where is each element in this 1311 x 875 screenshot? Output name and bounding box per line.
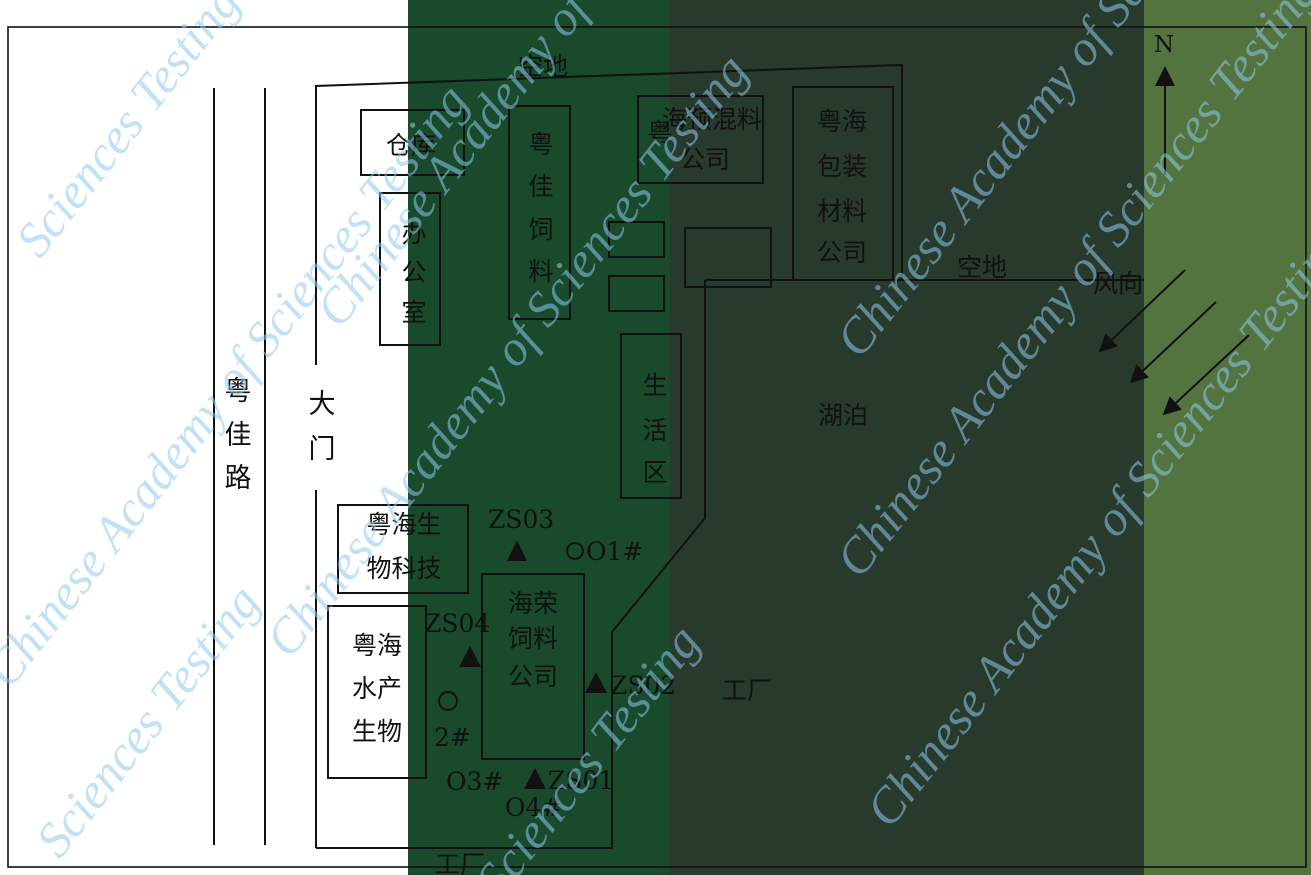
site-boundary-south-east (316, 280, 706, 849)
noise-point-marker-icon (507, 540, 527, 561)
yuejia-feed-label-char: 佳 (528, 172, 553, 201)
small-shed-1 (608, 221, 665, 258)
office-label-char: 室 (401, 298, 426, 327)
living-area-label-char: 区 (642, 458, 667, 487)
yuejia-feed-label-char: 料 (528, 257, 553, 286)
yuehai-aquatic-label-line: 生物 (352, 717, 402, 746)
noise-point-marker-icon (459, 646, 481, 667)
east-open-space-label: 空地 (957, 253, 1007, 282)
small-shed-2 (608, 275, 665, 312)
lake-label: 湖泊 (818, 401, 868, 430)
road-label-char: 粤 (225, 376, 252, 407)
living-area-building (620, 333, 682, 499)
air-point-marker-icon (566, 542, 584, 560)
hairong-feed-label-line: 公司 (508, 662, 558, 691)
darker-green-panel (670, 0, 1144, 875)
wind-arrow-icon (1098, 269, 1186, 353)
yuehai-premix-label-line: 公司 (680, 145, 730, 174)
wind-direction-label: 风向 (1093, 269, 1143, 298)
road-label-char: 路 (225, 463, 252, 494)
warehouse-label: 仓库 (386, 131, 436, 160)
east-factory-label: 工厂 (722, 676, 772, 705)
olive-green-panel (1144, 0, 1311, 875)
yuehai-packaging-label-line: 粤海 (817, 107, 867, 136)
yuehai-packaging-building (792, 86, 894, 281)
noise-point-marker-icon (524, 768, 546, 789)
yuehai-biotech-building (337, 504, 469, 594)
hairong-feed-label-line: 海荣 (508, 589, 558, 618)
dark-green-panel (408, 0, 670, 875)
yuehai-aquatic-building (327, 605, 427, 779)
noise-point-label: ZS01 (548, 766, 614, 795)
south-factory-label: 工厂 (435, 850, 485, 875)
air-point-label: 2# (434, 723, 471, 752)
yuehai-premix-cut-label: 粤 (647, 118, 672, 147)
road-label-char: 佳 (225, 420, 252, 451)
wind-arrow-icon (1162, 334, 1250, 416)
air-point-marker-icon (438, 691, 458, 711)
warehouse-building (360, 109, 465, 176)
site-boundary-north (315, 63, 903, 365)
yuehai-biotech-label-line: 物科技 (366, 554, 441, 583)
wind-arrow-icon (1129, 301, 1217, 384)
hairong-feed-label-line: 饲料 (508, 624, 558, 653)
gate-label-char: 门 (309, 434, 336, 465)
office-label-char: 办 (401, 219, 426, 248)
yuejia-feed-label-char: 粤 (528, 130, 553, 159)
air-point-label: O4# (505, 793, 562, 822)
noise-point-label: ZS03 (488, 505, 554, 534)
noise-point-label: ZS02 (610, 671, 676, 700)
yuehai-packaging-label-line: 包装 (817, 152, 867, 181)
yuehai-packaging-label-line: 材料 (817, 197, 867, 226)
noise-point-marker-icon (585, 672, 607, 693)
yuehai-aquatic-label-line: 粤海 (352, 631, 402, 660)
office-building (379, 192, 441, 346)
yuejia-feed-label-char: 饲 (528, 215, 553, 244)
north-label: N (1154, 32, 1174, 58)
living-area-label-char: 活 (642, 416, 667, 445)
yuejia-feed-building (508, 105, 571, 320)
office-label-char: 公 (401, 258, 426, 287)
yuehai-aquatic-label-line: 水产 (352, 674, 402, 703)
air-point-label: O1# (586, 537, 643, 566)
yuehai-packaging-label-line: 公司 (817, 238, 867, 267)
small-shed-3 (684, 227, 772, 288)
yuehai-biotech-label-line: 粤海生 (366, 510, 441, 539)
air-point-label: O3# (446, 767, 503, 796)
north-open-space-label: 空地 (518, 52, 568, 81)
noise-point-label: ZS04 (424, 609, 490, 638)
map-frame (7, 26, 1307, 868)
yuehai-premix-building (637, 95, 764, 184)
gate-label-char: 大 (309, 389, 336, 420)
living-area-label-char: 生 (642, 371, 667, 400)
hairong-feed-building (481, 573, 585, 760)
yuehai-premix-label-line: 海预混料 (662, 105, 762, 134)
